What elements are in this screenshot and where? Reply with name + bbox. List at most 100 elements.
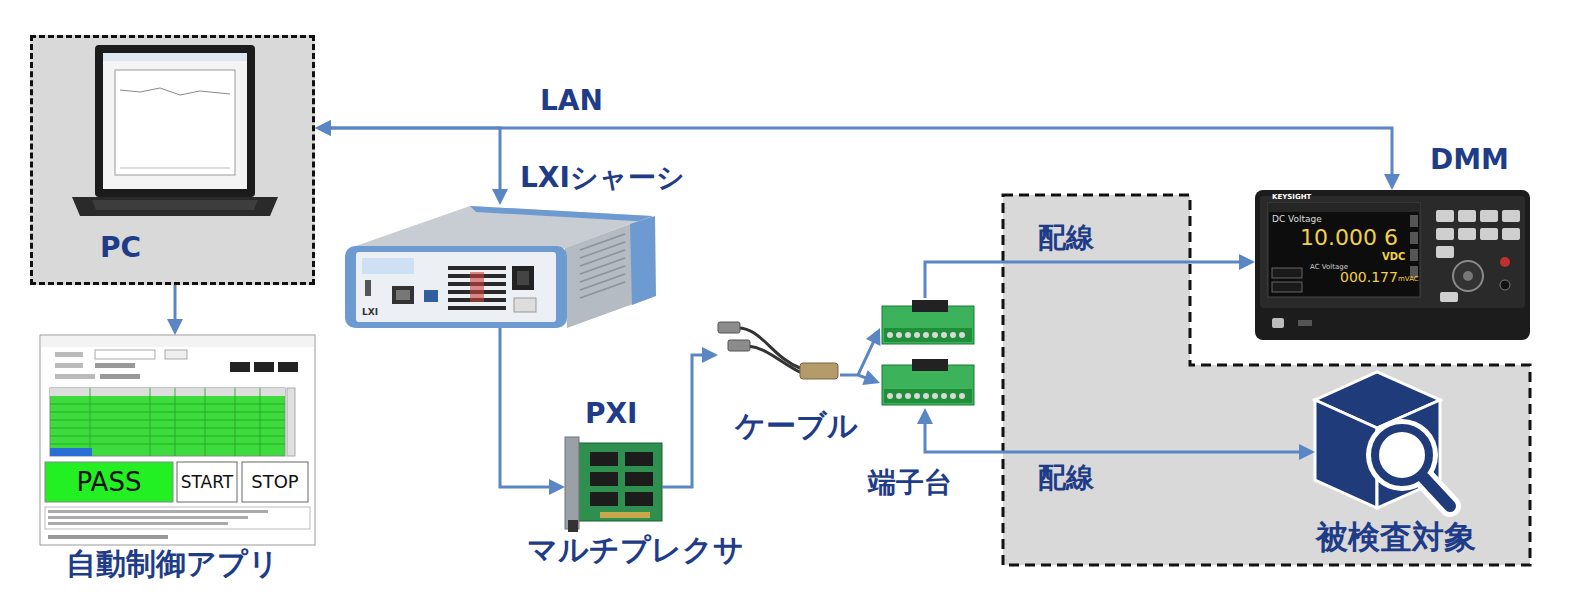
lxi-chassis-illustration-part bbox=[470, 206, 652, 222]
lxi-chassis-illustration-part bbox=[448, 266, 506, 310]
app-window-illustration-part bbox=[95, 363, 135, 368]
terminal-block-illustration-part bbox=[887, 332, 965, 338]
pxi-multiplexer-illustration-part bbox=[590, 492, 618, 506]
terminal-block-illustration-part-part bbox=[896, 332, 902, 338]
dmm-illustration-part bbox=[1272, 318, 1284, 328]
terminal-block-illustration-part-part bbox=[923, 393, 929, 399]
connector bbox=[840, 328, 880, 385]
lxi-chassis-illustration-part bbox=[565, 216, 655, 328]
lxi-chassis-illustration-part-part bbox=[580, 282, 625, 298]
dmm-illustration-part bbox=[1260, 196, 1525, 308]
connector-line bbox=[325, 128, 500, 195]
laptop-illustration-part bbox=[103, 53, 247, 189]
dmm-illustration-part-part bbox=[1480, 210, 1498, 222]
app-window-illustration-part bbox=[48, 510, 268, 513]
lxi-chassis-illustration-part-part bbox=[580, 274, 625, 290]
connector-line bbox=[925, 262, 1245, 298]
terminal-block-illustration-part-part bbox=[923, 332, 929, 338]
node-label: 自動制御アプリ bbox=[66, 546, 279, 582]
lxi-chassis-illustration-part bbox=[630, 216, 656, 305]
lxi-chassis-illustration-part-part bbox=[448, 266, 506, 270]
pc-region: PC bbox=[30, 35, 315, 285]
lxi-chassis-illustration-part bbox=[356, 252, 556, 322]
terminal-block-illustration-part bbox=[912, 300, 948, 312]
node-label: PC bbox=[100, 231, 141, 265]
terminal-block-illustration-part-part bbox=[932, 332, 938, 338]
pxi-multiplexer-illustration-part bbox=[625, 492, 653, 506]
app-window-illustration-part bbox=[48, 535, 168, 539]
app-window-illustration-part bbox=[48, 522, 228, 525]
arrow-head bbox=[167, 319, 183, 335]
dmm-illustration bbox=[1255, 190, 1530, 340]
terminal-block-illustration-part-part bbox=[914, 332, 920, 338]
dmm-illustration-part bbox=[1500, 257, 1510, 267]
dmm-illustration-part bbox=[1255, 190, 1530, 340]
node-label: DMM bbox=[1430, 143, 1509, 177]
lxi-chassis-illustration-part-part bbox=[580, 258, 625, 274]
app-window-illustration-part-part bbox=[175, 388, 176, 456]
dmm-illustration-part bbox=[1272, 282, 1302, 292]
pxi-multiplexer-illustration-part bbox=[565, 437, 579, 529]
node-label: マルチプレクサ bbox=[527, 532, 744, 568]
app-window-illustration-part bbox=[100, 374, 140, 379]
pxi-multiplexer-illustration bbox=[565, 437, 662, 532]
app-window-illustration-part bbox=[40, 335, 315, 545]
dmm-illustration-part-part bbox=[1436, 210, 1454, 222]
dmm-illustration-part-part bbox=[1436, 246, 1454, 258]
app-window-illustration-part-part bbox=[205, 388, 206, 456]
app-window-illustration-part bbox=[95, 350, 155, 359]
connector bbox=[662, 347, 718, 487]
dmm-illustration-part-part bbox=[1436, 228, 1454, 240]
dmm-illustration-part bbox=[1268, 203, 1420, 297]
terminal-block-illustration-part-part bbox=[950, 332, 956, 338]
cable-illustration-part bbox=[748, 346, 802, 373]
pxi-multiplexer-illustration-part bbox=[568, 520, 578, 532]
terminal-block-illustration-part-part bbox=[950, 393, 956, 399]
laptop-illustration-part bbox=[120, 88, 230, 95]
lxi-chassis-illustration-part-part bbox=[580, 242, 625, 258]
node-label: LXIシャーシ bbox=[520, 161, 685, 195]
app-screen: 自動制御アプリ bbox=[40, 335, 315, 545]
laptop-illustration-part bbox=[120, 168, 230, 169]
lxi-chassis-illustration-part bbox=[517, 271, 529, 285]
dmm-illustration-part bbox=[1453, 261, 1483, 291]
arrow-head bbox=[866, 328, 880, 346]
app-window-illustration-part-part bbox=[50, 444, 285, 445]
app-window-illustration-part bbox=[50, 388, 285, 456]
pxi-multiplexer-illustration-part bbox=[590, 452, 618, 466]
test-target-icon-part bbox=[1424, 478, 1450, 506]
arrow-head bbox=[917, 408, 933, 424]
app-window-illustration-part-part bbox=[50, 412, 285, 413]
test-target: 被検査対象 bbox=[1315, 372, 1450, 512]
laptop-illustration-part bbox=[95, 45, 255, 197]
terminal-block-illustration-part-part bbox=[905, 332, 911, 338]
lxi-chassis-illustration-part bbox=[514, 298, 536, 312]
pxi-card: PXIマルチプレクサ bbox=[565, 437, 662, 529]
pxi-multiplexer-illustration-part bbox=[625, 472, 653, 486]
terminal-block-illustration-part-part bbox=[932, 393, 938, 399]
node-label: 被検査対象 bbox=[1316, 518, 1476, 556]
cable-illustration-part bbox=[800, 363, 838, 379]
terminal-block-illustration-part bbox=[887, 393, 965, 399]
terminal-block-illustration-part-part bbox=[905, 393, 911, 399]
app-window-illustration-part bbox=[242, 462, 308, 502]
terminal-block-illustration-part-part bbox=[887, 332, 893, 338]
lxi-chassis-illustration-part-part bbox=[580, 266, 625, 282]
app-window-illustration-part bbox=[50, 388, 285, 456]
app-window-illustration-part bbox=[165, 350, 187, 359]
connector bbox=[925, 254, 1255, 298]
dmm-illustration-part-part bbox=[1458, 228, 1476, 240]
lxi-chassis-illustration-part bbox=[396, 290, 410, 300]
dmm-illustration-part bbox=[1410, 215, 1418, 227]
app-window-illustration-part bbox=[45, 507, 310, 529]
dmm-illustration-part bbox=[1500, 280, 1510, 290]
app-window-illustration-part bbox=[48, 516, 248, 519]
connector bbox=[917, 408, 1315, 460]
connector bbox=[167, 285, 183, 335]
arrow-head bbox=[315, 120, 331, 136]
terminal-block-illustration-part-part bbox=[941, 332, 947, 338]
edge-label: 配線 bbox=[1038, 461, 1094, 495]
app-window-illustration-part bbox=[55, 352, 83, 357]
dmm-illustration-part-part bbox=[1502, 210, 1520, 222]
